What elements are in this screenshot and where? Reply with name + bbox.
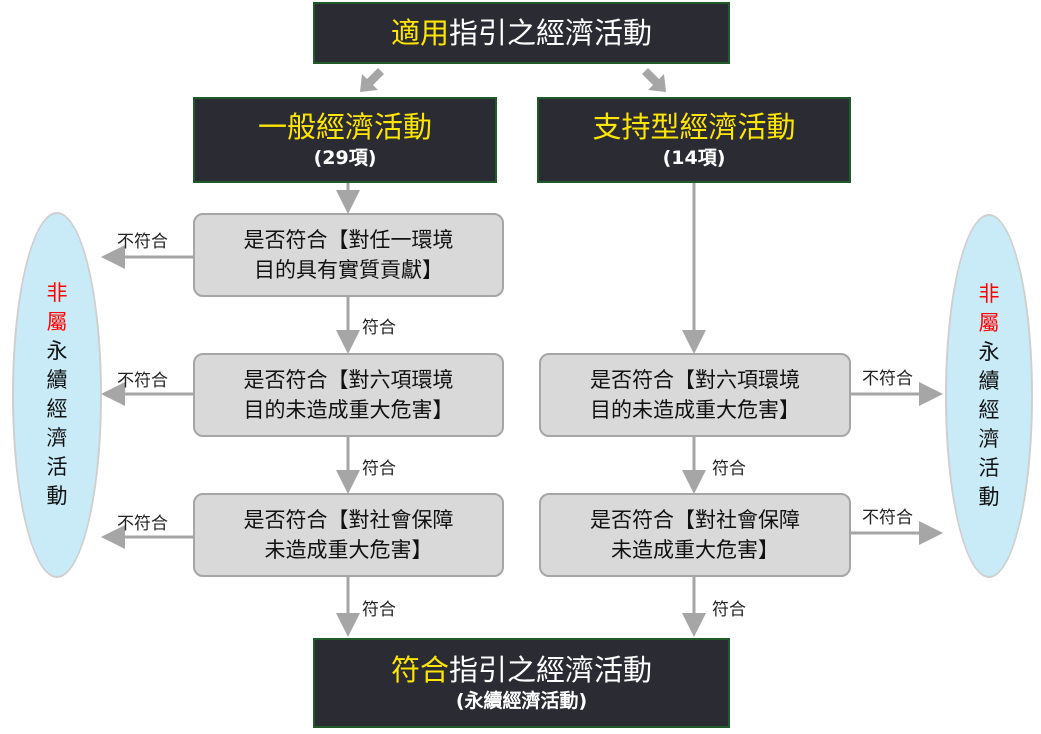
arrow-down-left-icon <box>360 68 384 92</box>
char: 濟 <box>978 427 1000 451</box>
line: 目的未造成重大危害】 <box>243 398 454 422</box>
line: 是否符合【對任一環境 <box>243 228 454 252</box>
line: 是否符合【對社會保障 <box>590 508 800 532</box>
char: 屬 <box>46 310 68 334</box>
pass-label: 符合 <box>362 318 396 338</box>
compliant-activities-box: 符合指引之經濟活動 (永續經濟活動) <box>313 638 730 728</box>
arrow-down-right-icon <box>642 68 666 92</box>
pass-label: 符合 <box>362 600 396 620</box>
line: 是否符合【對六項環境 <box>243 368 454 392</box>
fail-label: 不符合 <box>117 232 168 252</box>
supporting-activities-box: 支持型經濟活動 (14項) <box>537 97 851 183</box>
supporting-count: (14項) <box>662 147 726 169</box>
char: 動 <box>46 484 68 508</box>
title-rest: 指引之經濟活動 <box>449 653 653 687</box>
char: 經 <box>978 398 1000 422</box>
general-count: (29項) <box>313 147 377 169</box>
char: 續 <box>978 369 1000 393</box>
char: 活 <box>978 456 1000 480</box>
line: 未造成重大危害】 <box>611 538 779 562</box>
fail-label: 不符合 <box>117 514 168 534</box>
line: 是否符合【對社會保障 <box>243 508 454 532</box>
fail-label: 不符合 <box>117 371 168 391</box>
applicable-activities-box: 適用指引之經濟活動 <box>313 2 730 64</box>
title-highlight: 符合 <box>390 653 449 687</box>
check-contribution-box: 是否符合【對任一環境目的具有實質貢獻】 <box>193 213 504 297</box>
check-dnsh-left-box: 是否符合【對六項環境目的未造成重大危害】 <box>193 353 504 437</box>
check-dnsh-right-box: 是否符合【對六項環境目的未造成重大危害】 <box>539 353 851 437</box>
char: 非 <box>46 281 68 305</box>
non-sustainable-right: 非屬 永續經濟活動 <box>945 214 1033 578</box>
check-social-left-box: 是否符合【對社會保障未造成重大危害】 <box>193 493 504 577</box>
supporting-title: 支持型經濟活動 <box>592 110 796 144</box>
pass-label: 符合 <box>712 459 746 479</box>
char: 動 <box>978 485 1000 509</box>
general-activities-box: 一般經濟活動 (29項) <box>193 97 497 183</box>
title-rest: 指引之經濟活動 <box>449 16 653 50</box>
char: 屬 <box>978 311 1000 335</box>
char: 續 <box>46 368 68 392</box>
non-sustainable-left: 非屬 永續經濟活動 <box>12 212 102 578</box>
check-social-right-box: 是否符合【對社會保障未造成重大危害】 <box>539 493 851 577</box>
bottom-subtitle: (永續經濟活動) <box>455 690 588 712</box>
pass-label: 符合 <box>362 459 396 479</box>
pass-label: 符合 <box>712 600 746 620</box>
char: 永 <box>978 340 1000 364</box>
char: 永 <box>46 339 68 363</box>
char: 活 <box>46 455 68 479</box>
fail-label: 不符合 <box>862 369 913 389</box>
general-title: 一般經濟活動 <box>257 110 432 144</box>
line: 目的具有實質貢獻】 <box>254 258 443 282</box>
char: 非 <box>978 282 1000 306</box>
line: 未造成重大危害】 <box>264 538 433 562</box>
line: 是否符合【對六項環境 <box>590 368 800 392</box>
fail-label: 不符合 <box>862 508 913 528</box>
line: 目的未造成重大危害】 <box>590 398 800 422</box>
char: 濟 <box>46 426 68 450</box>
title-highlight: 適用 <box>390 16 449 50</box>
char: 經 <box>46 397 68 421</box>
